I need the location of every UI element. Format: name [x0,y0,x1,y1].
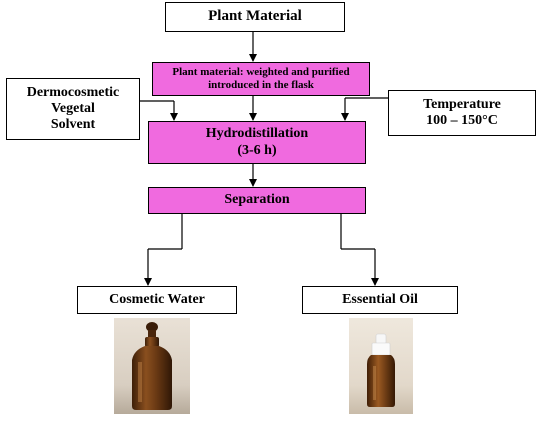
essential-oil-bottle-photo [349,318,413,414]
cosmetic-water-box: Cosmetic Water [77,286,237,314]
temperature-box: Temperature 100 – 150°C [388,90,536,136]
solvent-line3: Solvent [50,117,96,133]
hydrodistillation-line2: (3-6 h) [237,142,277,158]
essential-oil-label: Essential Oil [342,291,418,307]
flask-step-box: Plant material: weighted and purified in… [152,62,370,96]
solvent-box: Dermocosmetic Vegetal Solvent [6,78,140,140]
solvent-line1: Dermocosmetic [26,84,120,100]
temperature-line2: 100 – 150°C [426,113,498,128]
essential-oil-box: Essential Oil [302,286,458,314]
temperature-line1: Temperature [423,96,501,112]
cosmetic-water-bottle-photo [114,318,190,414]
separation-box: Separation [148,187,366,214]
separation-label: Separation [224,192,290,208]
plant-material-box: Plant Material [165,2,345,32]
flask-step-line2: introduced in the flask [208,79,314,91]
hydrodistillation-box: Hydrodistillation (3-6 h) [148,121,366,164]
cosmetic-water-label: Cosmetic Water [109,291,205,307]
plant-material-label: Plant Material [208,8,302,25]
hydrodistillation-line1: Hydrodistillation [205,126,309,142]
solvent-line2: Vegetal [51,100,95,116]
flask-step-line1: Plant material: weighted and purified [172,66,350,79]
